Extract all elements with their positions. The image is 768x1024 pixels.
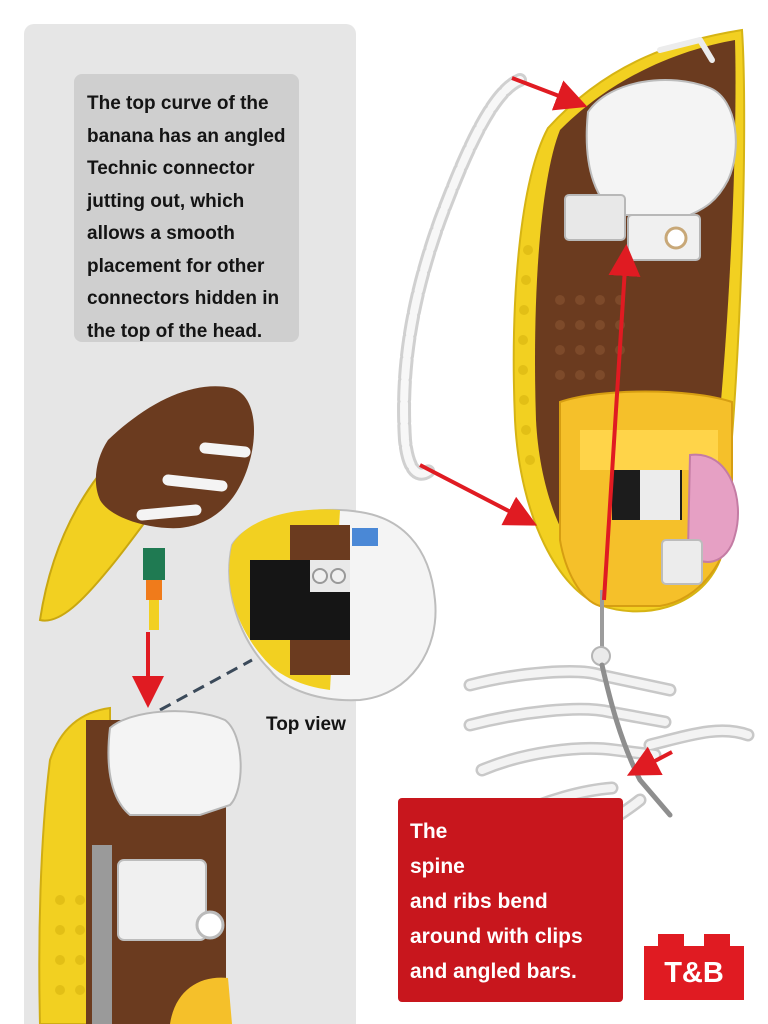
callout-top-curve: The top curve of the banana has an angle… <box>74 74 299 342</box>
callout-top-line: connectors hidden in <box>87 288 280 309</box>
banana-top-piece-figure <box>38 386 255 630</box>
head-top-view-figure <box>228 508 437 702</box>
callout-top-line: banana has an angled <box>87 125 286 147</box>
banana-body-figure <box>512 28 746 613</box>
brand-logo-brick <box>644 934 744 1000</box>
red-arrows-right <box>419 76 673 776</box>
callout-spine-line: The <box>410 820 448 843</box>
callout-spine-line: and angled bars. <box>410 960 577 983</box>
top-view-label: Top view <box>266 714 346 735</box>
brand-logo-text: T&B <box>664 957 724 989</box>
callout-top-line: allows a smooth <box>87 223 235 244</box>
callout-top-line: The top curve of the <box>87 93 269 114</box>
callout-spine-line: spine <box>410 855 465 878</box>
dashed-connector-line <box>159 658 253 712</box>
callout-spine-line: around with clips <box>410 925 583 948</box>
callout-top-line: the top of the head. <box>87 320 263 342</box>
callout-spine-line: and ribs bend <box>410 890 548 913</box>
callout-top-line: placement for other <box>87 255 265 277</box>
spine-chain <box>397 73 527 481</box>
banana-lower-section-figure <box>38 706 242 1024</box>
callout-top-line: Technic connector <box>87 158 255 179</box>
callout-top-line: jutting out, which <box>87 190 245 212</box>
callout-spine: The spine and ribs bend around with clip… <box>398 798 623 1002</box>
